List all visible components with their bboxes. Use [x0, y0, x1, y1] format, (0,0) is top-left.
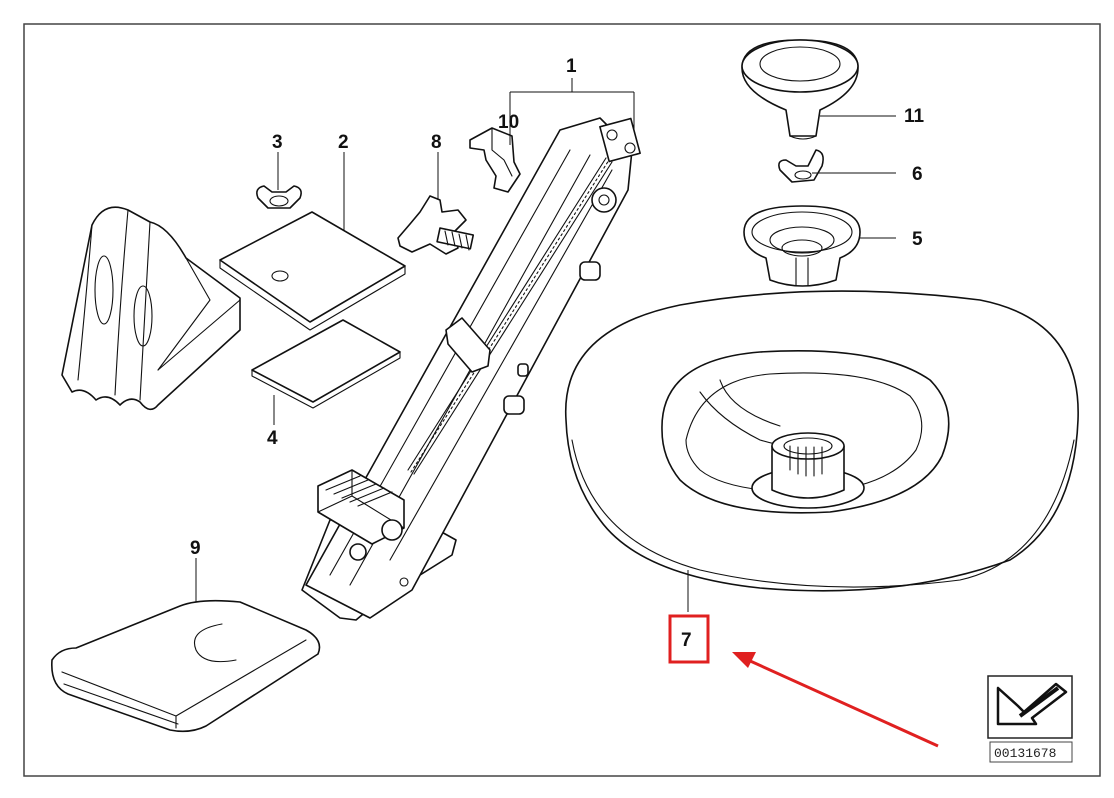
- part-10-clip: [469, 127, 521, 193]
- part-6-wing-nut: [778, 149, 824, 183]
- diagram-frame: [23, 23, 1101, 777]
- part-11-funnel-cap: [741, 39, 859, 140]
- diagram-code-box: [989, 741, 1073, 763]
- callout-4[interactable]: 4: [267, 428, 278, 449]
- part-8-star-knob: [397, 195, 475, 255]
- callout-7[interactable]: 7: [681, 630, 692, 651]
- callout-9[interactable]: 9: [190, 538, 201, 559]
- tray-inner-well: [661, 350, 950, 514]
- part-9-tool-bag: [51, 599, 321, 733]
- callout-8[interactable]: 8: [431, 132, 442, 153]
- base-plate: [219, 211, 406, 323]
- wheel-chock-shape: [61, 206, 241, 411]
- callout-10[interactable]: 10: [498, 112, 519, 133]
- part-1-scissor-jack: [301, 117, 641, 621]
- part-5-grommet: [743, 205, 861, 287]
- callout-2[interactable]: 2: [338, 132, 349, 153]
- diagram-code: 00131678: [994, 746, 1056, 761]
- callout-11[interactable]: 11: [904, 106, 925, 127]
- thin-pad: [251, 319, 401, 403]
- callout-1[interactable]: 1: [566, 56, 577, 77]
- callout-7-highlight-box: [668, 614, 710, 664]
- red-pointer-arrow: [732, 652, 939, 748]
- part-7-spare-wheel-tray: [564, 290, 1079, 592]
- leader-lines: [195, 78, 896, 612]
- callout-5[interactable]: 5: [912, 229, 923, 250]
- part-2-wheel-chock-group: [61, 206, 406, 411]
- callout-labels: 1 2 3 4 5 6 7 8 9 10 11: [190, 56, 925, 651]
- direction-arrow-icon[interactable]: [987, 675, 1073, 739]
- callout-3[interactable]: 3: [272, 132, 283, 153]
- callout-6[interactable]: 6: [912, 164, 923, 185]
- part-3-wing-nut: [256, 185, 302, 209]
